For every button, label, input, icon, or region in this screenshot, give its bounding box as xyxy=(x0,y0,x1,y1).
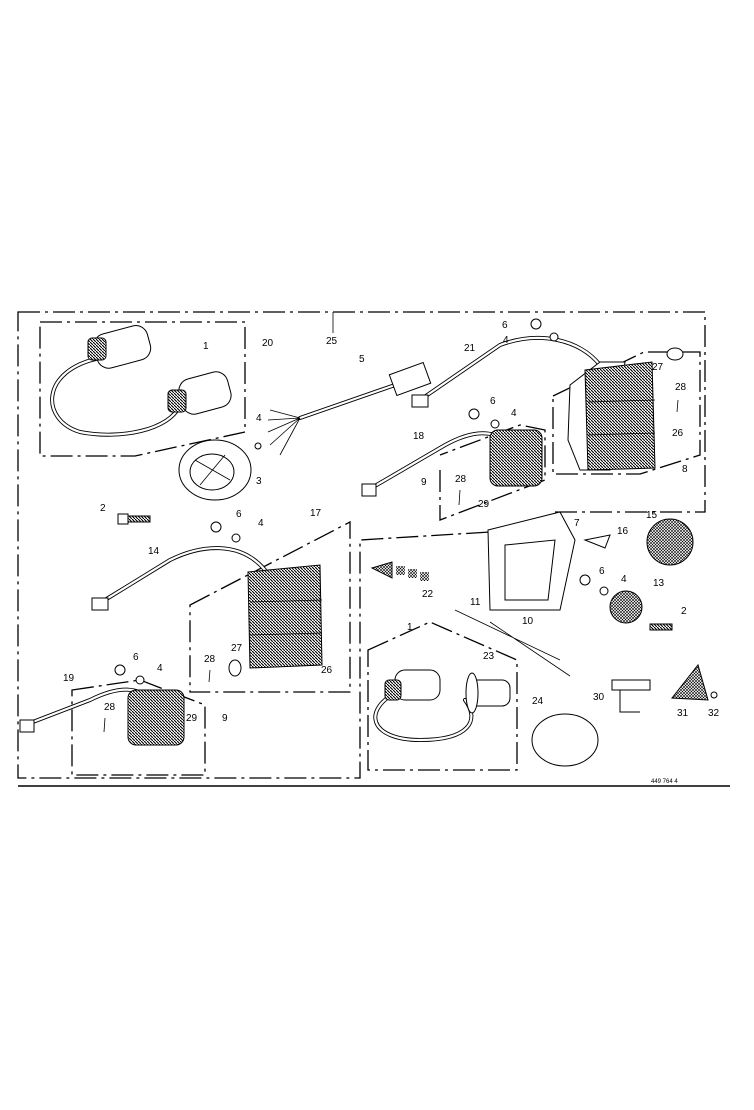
reflector-13 xyxy=(609,590,643,624)
fuse-28-upper xyxy=(676,399,679,413)
socket-housing-3 xyxy=(178,439,262,501)
callout: 29 xyxy=(186,713,198,724)
plug-connector-1 xyxy=(50,325,232,437)
callout: 10 xyxy=(522,616,534,627)
callout: 16 xyxy=(617,526,629,537)
callout: 30 xyxy=(593,692,605,703)
callout: 9 xyxy=(222,713,228,724)
callout: 26 xyxy=(672,428,684,439)
direction-arrow-22 xyxy=(370,561,429,581)
bulb-27-upper xyxy=(666,347,684,361)
washer-4-right xyxy=(599,586,609,596)
callout: 1 xyxy=(407,622,413,633)
callout: 20 xyxy=(262,338,274,349)
callout: 3 xyxy=(256,476,262,487)
callout: 28 xyxy=(675,382,687,393)
marker-lamp-29-lower xyxy=(19,664,185,746)
subassembly-frame-22 xyxy=(367,621,518,771)
callout: 28 xyxy=(204,654,216,665)
callout: 27 xyxy=(652,362,664,373)
callout: 19 xyxy=(63,673,75,684)
callout: 9 xyxy=(421,477,427,488)
callout: 29 xyxy=(478,499,490,510)
callout: 13 xyxy=(653,578,665,589)
callout: 1 xyxy=(203,341,209,352)
callout: 24 xyxy=(532,696,544,707)
screw-2 xyxy=(117,513,151,525)
callout: 4 xyxy=(621,574,627,585)
bracket-30 xyxy=(611,679,651,713)
callout: 7 xyxy=(574,518,580,529)
subassembly-frame-17 xyxy=(189,520,351,693)
callout: 23 xyxy=(483,651,495,662)
callout: 6 xyxy=(599,566,605,577)
callout: 18 xyxy=(413,431,425,442)
callout: 11 xyxy=(470,597,481,608)
reflector-15 xyxy=(646,518,694,566)
drawing-number: 449 764 4 xyxy=(651,779,678,785)
callout: 4 xyxy=(157,663,163,674)
cover-7 xyxy=(487,511,576,611)
nut-6 xyxy=(530,318,542,330)
screw-32 xyxy=(710,691,718,699)
callout: 4 xyxy=(503,335,509,346)
callout: 28 xyxy=(104,702,116,713)
plug-connector-1-lower xyxy=(373,669,511,743)
screw-2-right xyxy=(649,623,673,631)
callout: 6 xyxy=(236,509,242,520)
callout: 27 xyxy=(231,643,243,654)
callout: 4 xyxy=(511,408,517,419)
callout: 4 xyxy=(258,518,264,529)
callout: 28 xyxy=(455,474,467,485)
callout: 31 xyxy=(677,708,689,719)
reflector-triangle-31 xyxy=(671,663,709,701)
housing-ring-24 xyxy=(531,713,599,767)
cable-harness-5 xyxy=(267,361,432,456)
callout: 5 xyxy=(359,354,365,365)
callout: 8 xyxy=(682,464,688,475)
nut-6-right xyxy=(579,574,591,586)
marker-lamp-29-upper xyxy=(361,408,543,506)
callout: 21 xyxy=(464,343,476,354)
callout: 4 xyxy=(256,413,262,424)
subassembly-frame-9-lower xyxy=(71,679,206,776)
callout: 2 xyxy=(681,606,687,617)
callout: 6 xyxy=(133,652,139,663)
callout: 6 xyxy=(502,320,508,331)
callout: 2 xyxy=(100,503,106,514)
callout: 6 xyxy=(490,396,496,407)
subassembly-frame-8 xyxy=(552,351,701,475)
tail-lamp-26-upper xyxy=(567,361,656,471)
callout: 15 xyxy=(646,510,658,521)
callout: 32 xyxy=(708,708,720,719)
subassembly-frame-20 xyxy=(39,321,246,457)
tail-lamp-26-lower xyxy=(91,521,323,683)
clamp-16 xyxy=(583,534,611,549)
cable-ties-10-11 xyxy=(454,609,571,677)
callout: 22 xyxy=(422,589,434,600)
callout: 26 xyxy=(321,665,333,676)
callout: 25 xyxy=(326,336,338,347)
callout: 14 xyxy=(148,546,160,557)
callout: 17 xyxy=(310,508,322,519)
washer-4 xyxy=(549,332,559,342)
callout-labels: 20 25 1 4 3 2 5 21 6 4 27 28 26 8 18 6 4… xyxy=(63,320,720,724)
